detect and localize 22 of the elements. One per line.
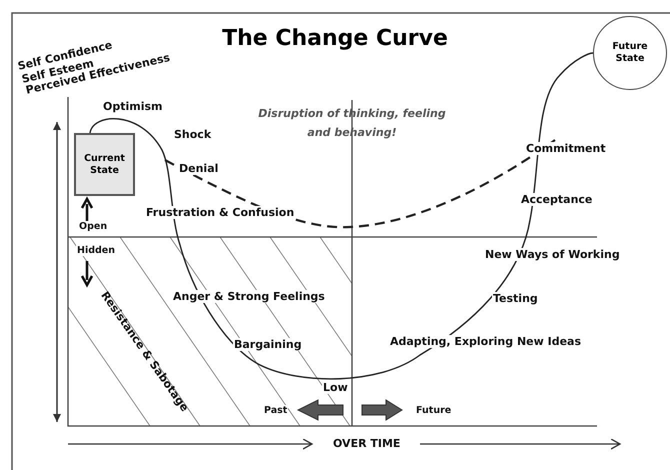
zone-label: Hidden (76, 245, 116, 256)
axis-label: Future (415, 405, 452, 416)
state-box (74, 133, 135, 196)
stage-label: Acceptance (520, 193, 594, 206)
stage-label: Denial (178, 162, 220, 176)
node-label: Current State (83, 152, 126, 176)
stage-label: Adapting, Exploring New Ideas (389, 335, 582, 348)
zone-label: Open (78, 221, 108, 232)
curve-line (89, 52, 594, 380)
stage-label: Anger & Strong Feelings (172, 290, 326, 304)
stage-label: Testing (492, 292, 539, 306)
stage-label: Low (322, 381, 349, 394)
node-label: Future State (611, 41, 649, 65)
axis-label: Past (263, 405, 288, 416)
stage-label: Bargaining (233, 338, 303, 352)
stage-label: Commitment (525, 142, 607, 156)
stage-label: Shock (173, 128, 212, 142)
stage-label: Optimism (102, 100, 164, 114)
stage-label: Frustration & Confusion (145, 206, 296, 220)
diagram-title: The Change Curve (222, 26, 448, 51)
stage-label: New Ways of Working (484, 248, 621, 262)
axis-label: OVER TIME (332, 437, 402, 450)
